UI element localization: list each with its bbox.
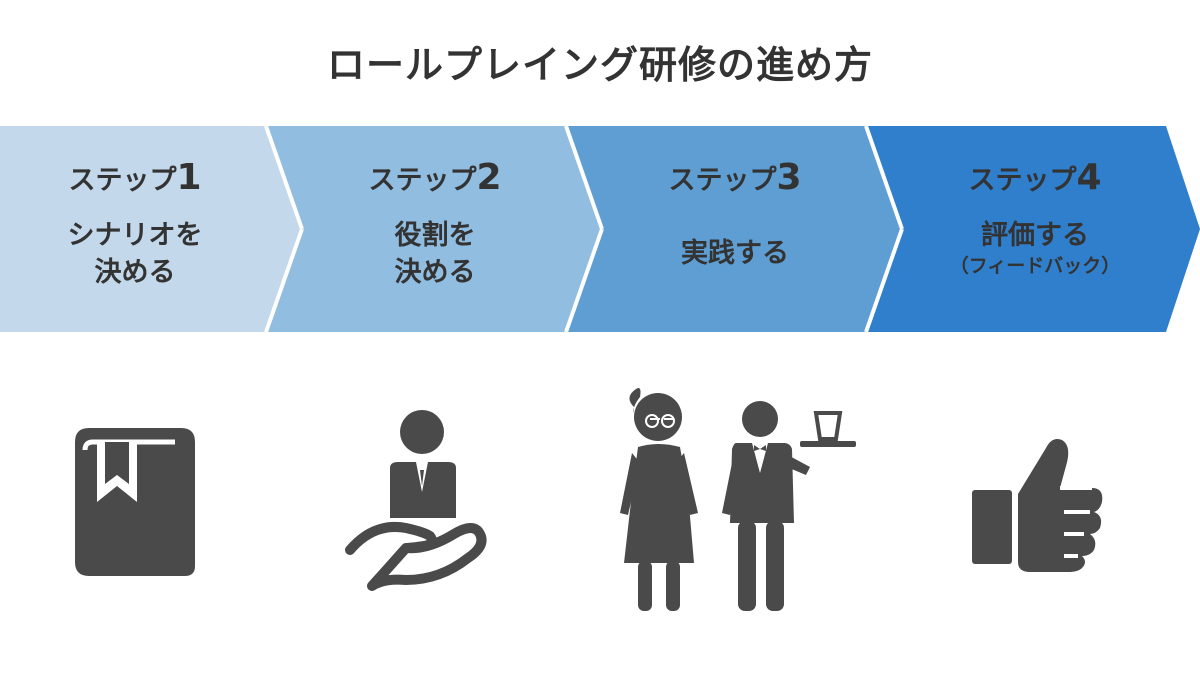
step-4-sub: （フィードバック） bbox=[949, 255, 1121, 277]
step-4-arrow bbox=[866, 126, 1200, 332]
hand-person-icon bbox=[345, 410, 487, 591]
step-2-arrow bbox=[266, 126, 602, 332]
step-3-arrow bbox=[566, 126, 902, 332]
step-arrows bbox=[0, 126, 1200, 332]
step-4: ステップ4 評価する （フィードバック） bbox=[900, 126, 1170, 332]
step-4-label: ステップ4 bbox=[968, 157, 1102, 198]
page-title: ロールプレイング研修の進め方 bbox=[326, 43, 873, 87]
thumbs-up-icon bbox=[972, 439, 1103, 572]
step-1: ステップ1 シナリオを 決める bbox=[0, 126, 270, 332]
step-3-desc: 実践する bbox=[681, 238, 789, 269]
step-2-label: ステップ2 bbox=[368, 157, 502, 198]
waitress-waiter-icon bbox=[620, 388, 856, 611]
step-flow: ステップ1 シナリオを 決める ステップ2 役割を 決める ステップ3 実践する… bbox=[0, 126, 1200, 332]
step-1-arrow bbox=[0, 126, 302, 332]
step-2-desc: 役割を 決める bbox=[394, 220, 476, 288]
step-2: ステップ2 役割を 決める bbox=[300, 126, 570, 332]
step-4-desc: 評価する bbox=[981, 220, 1089, 251]
book-icon bbox=[75, 428, 195, 576]
step-3-label: ステップ3 bbox=[668, 157, 802, 198]
step-3: ステップ3 実践する bbox=[600, 126, 870, 332]
step-1-desc: シナリオを 決める bbox=[67, 220, 203, 288]
step-1-label: ステップ1 bbox=[68, 157, 202, 198]
